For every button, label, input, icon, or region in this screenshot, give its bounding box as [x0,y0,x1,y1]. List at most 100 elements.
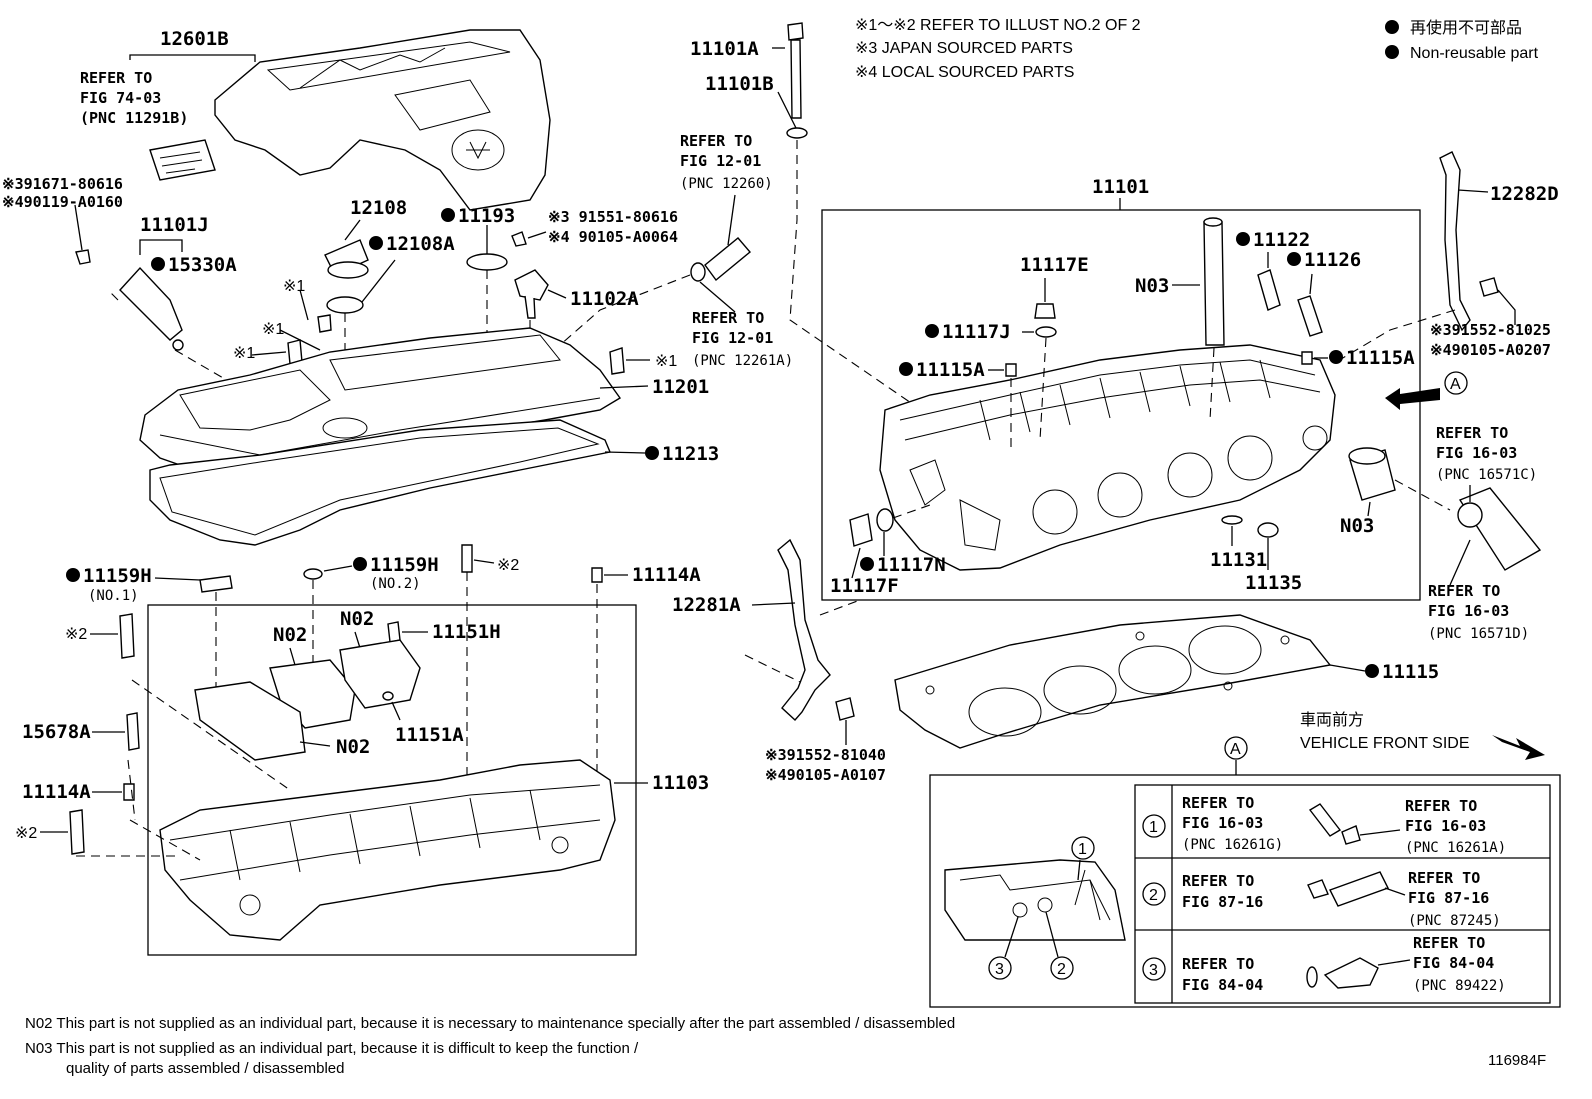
vehicle-front-en: VEHICLE FRONT SIDE [1300,735,1470,752]
head-cover-gasket-part[interactable] [149,419,611,546]
label-star2-b: ※2 [65,626,87,643]
bolt-part[interactable] [609,347,625,375]
leader-ref-1201b [699,281,736,313]
label-11101: 11101 [1092,176,1149,198]
oil-control-valve-part[interactable] [119,266,184,351]
ref-fig1201-a-line1: REFER TO [680,132,752,150]
gasket-part[interactable] [1035,326,1057,338]
leader-12601B [129,54,256,62]
check-valve-part[interactable] [126,712,140,751]
bolt-part[interactable] [317,314,332,333]
legend-note-2: ※3 JAPAN SOURCED PARTS [855,40,1073,57]
label-12108: 12108 [350,197,407,219]
detail-callout-3 [988,956,1012,980]
gasket-ring-part[interactable] [326,296,364,314]
row2-left-line2: FIG 87-16 [1182,893,1263,911]
pin-part[interactable] [1005,363,1017,377]
plug-part[interactable] [849,513,873,547]
hose-part[interactable] [1457,487,1542,571]
pin-part[interactable] [1301,351,1313,365]
valve-guide-part[interactable] [1297,295,1323,337]
cylinder-head-gasket-part[interactable] [894,614,1332,749]
leader-ref-1201a [727,194,736,246]
label-11135: 11135 [1245,572,1302,594]
label-91551-80616: ※3 91551-80616 [548,208,678,226]
gasket-part[interactable] [1306,966,1318,988]
cylinder-head-part[interactable] [879,344,1336,571]
detail-A-table [1134,784,1551,1004]
bolt-part[interactable] [1479,277,1499,297]
detail-A-frame [929,774,1561,1008]
label-11117N: 11117N [877,554,946,576]
pin-part[interactable] [382,691,394,701]
valve-guide-part[interactable] [1257,269,1281,311]
leader-11126 [1309,273,1313,295]
pin-part[interactable] [123,783,135,801]
leader-11115 [1329,664,1366,672]
leader-11117F [851,547,861,579]
dashed-guide [1394,479,1451,511]
leader [299,289,309,321]
cylinder-head-frame [821,209,1421,601]
callout-A [1444,371,1468,395]
engine-hanger-part[interactable] [1439,151,1471,332]
label-11101A: 11101A [690,38,759,60]
bolt-part[interactable] [835,697,855,721]
leader-11151A [391,701,401,721]
label-N02-a: N02 [273,624,307,646]
washer-part[interactable] [786,127,808,139]
plug-part[interactable] [1221,515,1243,525]
hose-part[interactable] [1329,871,1389,907]
camshaft-housing-part[interactable] [159,759,616,941]
leader [1077,859,1081,881]
camshaft-bearing-cap-part[interactable] [194,639,421,761]
ref-fig1603-c-line1: REFER TO [1436,424,1508,442]
ref-fig1603-d-line1: REFER TO [1428,582,1500,600]
hose-part[interactable] [1308,803,1342,837]
bolt-part[interactable] [119,613,135,659]
hose-part[interactable] [690,237,751,282]
oil-filler-cap-part[interactable] [324,239,369,279]
bolt-part[interactable] [75,249,91,265]
temperature-sensor-part[interactable] [1323,957,1379,989]
label-11115: 11115 [1382,661,1439,683]
label-11117J: 11117J [942,321,1011,343]
label-N02-b: N02 [340,608,374,630]
dashed-guide [892,504,931,519]
label-15330A: 15330A [168,254,237,276]
leader-12281A [751,602,796,606]
tube-part[interactable] [1203,217,1225,346]
label-N03-b: N03 [1340,515,1374,537]
label-11151H: 11151H [432,621,501,643]
clip-part[interactable] [1341,825,1361,845]
pin-part[interactable] [591,567,603,583]
bolt-part[interactable] [69,809,85,855]
stud-part[interactable] [461,544,473,573]
plug-part[interactable] [1034,303,1056,319]
bolt-part[interactable] [511,231,527,247]
clip-part[interactable] [1307,879,1329,899]
head-bolt-part[interactable] [787,22,804,119]
leader-11102A [547,289,567,299]
label-star2-a: ※2 [497,557,519,574]
ref-fig7403-line1: REFER TO [80,69,152,87]
engine-hanger-part[interactable] [777,538,831,722]
label-N02-c: N02 [336,736,370,758]
seal-ring-part[interactable] [466,253,508,271]
label-star1-d: ※1 [655,353,677,370]
gasket-part[interactable] [876,508,894,532]
label-no1: (NO.1) [88,588,139,604]
nonreusable-dot-icon [1329,350,1343,364]
oil-ring-part[interactable] [199,575,233,593]
engine-cover-part[interactable] [149,29,551,211]
leader [251,351,287,356]
cam-position-sensor-part[interactable] [514,269,549,319]
leader [473,559,495,564]
label-N03-a: N03 [1135,275,1169,297]
detail-callout-1-label: 1 [1078,841,1087,858]
bolt-part[interactable] [387,621,401,643]
water-pipe-part[interactable] [1348,447,1396,501]
nonreusable-dot-icon [925,324,939,338]
gasket-part[interactable] [1257,522,1279,538]
oil-ring-part[interactable] [303,568,323,580]
